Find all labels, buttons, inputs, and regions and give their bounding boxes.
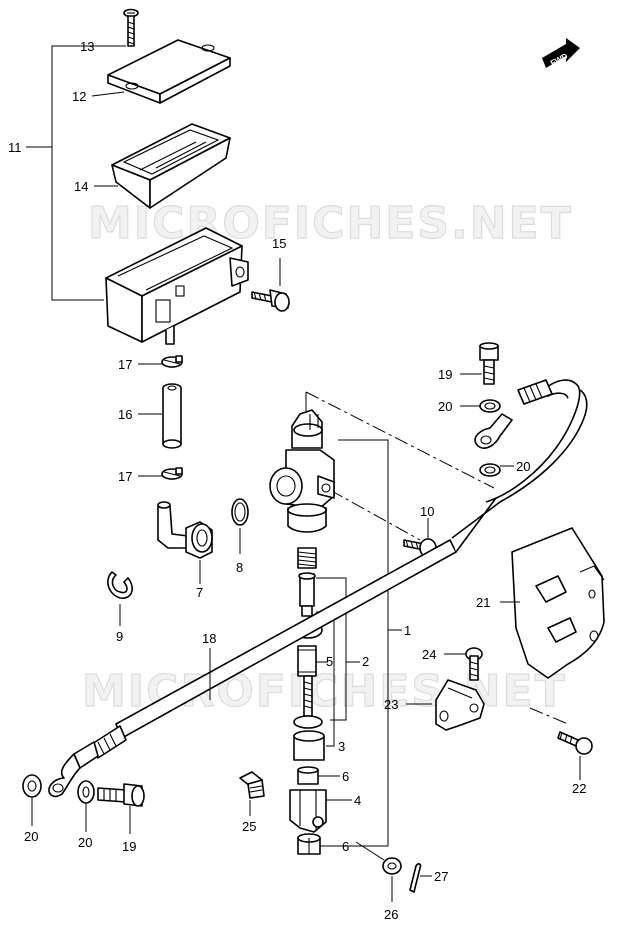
washer-20-a-icon	[479, 399, 501, 413]
spring	[297, 547, 317, 569]
callout-17-upper: 17	[118, 357, 132, 372]
alignment-line-c	[529, 707, 569, 725]
master-cylinder-body	[269, 409, 335, 533]
callout-5: 5	[326, 654, 333, 669]
washer-20-c-icon	[22, 774, 42, 798]
callout-25: 25	[242, 819, 256, 834]
callout-19-lower: 19	[122, 839, 136, 854]
bolt-25-icon	[239, 771, 265, 799]
callout-20-mid: 20	[516, 459, 530, 474]
callout-8: 8	[236, 560, 243, 575]
alignment-line-a	[305, 391, 495, 489]
callout-23: 23	[384, 697, 398, 712]
nut-6-lower-icon	[297, 833, 321, 855]
cotter-pin-27-icon	[409, 863, 422, 893]
reservoir-body-11	[105, 227, 249, 345]
reservoir-cap-12	[107, 39, 231, 104]
screw-13-icon	[123, 8, 139, 47]
callout-6-lower: 6	[342, 839, 349, 854]
washer-20-b-icon	[479, 463, 501, 477]
clamp-23	[435, 679, 485, 731]
clamp-17-lower-icon	[161, 467, 183, 480]
callout-10: 10	[420, 504, 434, 519]
washer-20-d-icon	[77, 780, 95, 804]
callout-15: 15	[272, 236, 286, 251]
callout-7: 7	[196, 585, 203, 600]
bracket-11	[51, 45, 104, 301]
callout-4: 4	[354, 793, 361, 808]
callout-14: 14	[74, 179, 88, 194]
diaphragm-14	[111, 123, 231, 209]
callout-12: 12	[72, 89, 86, 104]
callout-17-lower: 17	[118, 469, 132, 484]
callout-3: 3	[338, 739, 345, 754]
washer-26-icon	[382, 857, 402, 875]
screw-24-icon	[465, 647, 483, 681]
callout-1: 1	[404, 623, 411, 638]
fwd-arrow-icon: FWD	[542, 38, 580, 68]
callout-16: 16	[118, 407, 132, 422]
callout-26: 26	[384, 907, 398, 922]
callout-24: 24	[422, 647, 436, 662]
callout-20-lower-left: 20	[24, 829, 38, 844]
callout-18: 18	[202, 631, 216, 646]
nut-6-upper-icon	[297, 766, 319, 785]
hose-16	[162, 383, 182, 449]
clamp-17-upper-icon	[161, 355, 183, 368]
callout-22: 22	[572, 781, 586, 796]
cover-21	[511, 527, 605, 679]
elbow-connector-7	[157, 501, 213, 559]
callout-6-upper: 6	[342, 769, 349, 784]
screw-22-icon	[557, 731, 593, 755]
callout-11: 11	[8, 140, 22, 155]
callout-20-upper: 20	[438, 399, 452, 414]
callout-13: 13	[80, 39, 94, 54]
alignment-line-b	[329, 489, 421, 541]
banjo-bolt-19-lower-icon	[97, 783, 145, 807]
bracket-2	[316, 577, 347, 721]
callout-21: 21	[476, 595, 490, 610]
clevis-4	[289, 789, 327, 833]
callout-2: 2	[362, 654, 369, 669]
banjo-bolt-19-upper-icon	[479, 342, 499, 385]
callout-19-upper: 19	[438, 367, 452, 382]
bracket-1	[336, 439, 389, 847]
watermark-top: MICROFICHES.NET	[88, 198, 573, 249]
bolt-15-icon	[251, 289, 290, 312]
callout-27: 27	[434, 869, 448, 884]
callout-20-lower: 20	[78, 835, 92, 850]
brake-hose-18	[48, 379, 588, 798]
push-rod	[293, 675, 325, 761]
circlip-9-icon	[107, 571, 133, 599]
callout-9: 9	[116, 629, 123, 644]
